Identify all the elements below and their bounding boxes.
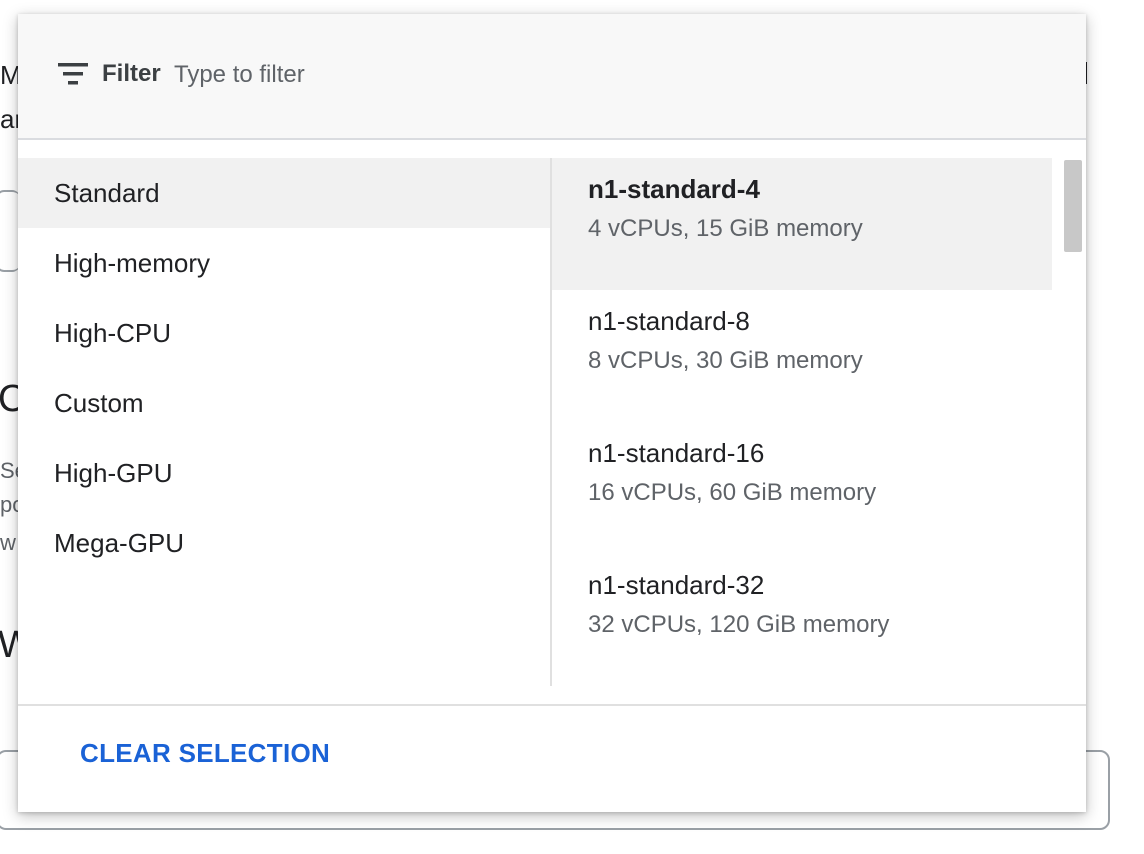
machine-family-mega-gpu[interactable]: Mega-GPU: [54, 528, 185, 558]
background-text-fragment: w: [0, 530, 16, 555]
scrollbar-thumb[interactable]: [1064, 160, 1082, 252]
filter-list-icon: [58, 62, 88, 86]
machine-family-list: Standard High-memory High-CPU Custom Hig…: [18, 158, 550, 686]
filter-bar: Filter: [18, 14, 1086, 140]
machine-family-standard[interactable]: Standard: [18, 158, 550, 228]
machine-type-name: n1-standard-32: [588, 570, 765, 600]
machine-family-high-cpu[interactable]: High-CPU: [54, 318, 172, 348]
machine-type-name: n1-standard-4: [588, 174, 760, 204]
machine-type-picker-popup: Filter Standard High-memory High-CPU Cus…: [18, 14, 1086, 812]
background-field-outline: [0, 190, 20, 272]
machine-type-option[interactable]: n1-standard-4 4 vCPUs, 15 GiB memory: [552, 158, 1052, 290]
machine-family-high-gpu[interactable]: High-GPU: [54, 458, 173, 488]
machine-type-name: n1-standard-16: [588, 438, 765, 468]
machine-type-list: n1-standard-4 4 vCPUs, 15 GiB memory n1-…: [552, 158, 1052, 686]
machine-type-option[interactable]: n1-standard-8 8 vCPUs, 30 GiB memory: [552, 290, 1052, 422]
machine-type-option[interactable]: n1-standard-16 16 vCPUs, 60 GiB memory: [552, 422, 1052, 554]
machine-type-description: 16 vCPUs, 60 GiB memory: [588, 479, 877, 506]
machine-family-high-memory[interactable]: High-memory: [54, 248, 211, 278]
machine-type-description: 8 vCPUs, 30 GiB memory: [588, 347, 863, 374]
machine-type-description: 4 vCPUs, 15 GiB memory: [588, 215, 863, 242]
background-text-fragment: M: [0, 60, 22, 90]
machine-family-custom[interactable]: Custom: [54, 388, 144, 418]
machine-type-option[interactable]: n1-standard-32 32 vCPUs, 120 GiB memory: [552, 554, 1052, 686]
footer-divider: [18, 704, 1086, 706]
filter-input[interactable]: [172, 58, 676, 92]
background-text-fragment: ar: [0, 104, 24, 134]
clear-selection-button[interactable]: CLEAR SELECTION: [80, 738, 331, 768]
machine-type-scrollbar[interactable]: [1064, 160, 1082, 686]
filter-label: Filter: [102, 60, 161, 87]
machine-type-name: n1-standard-8: [588, 306, 750, 336]
machine-type-description: 32 vCPUs, 120 GiB memory: [588, 611, 890, 638]
column-divider: [550, 158, 552, 686]
